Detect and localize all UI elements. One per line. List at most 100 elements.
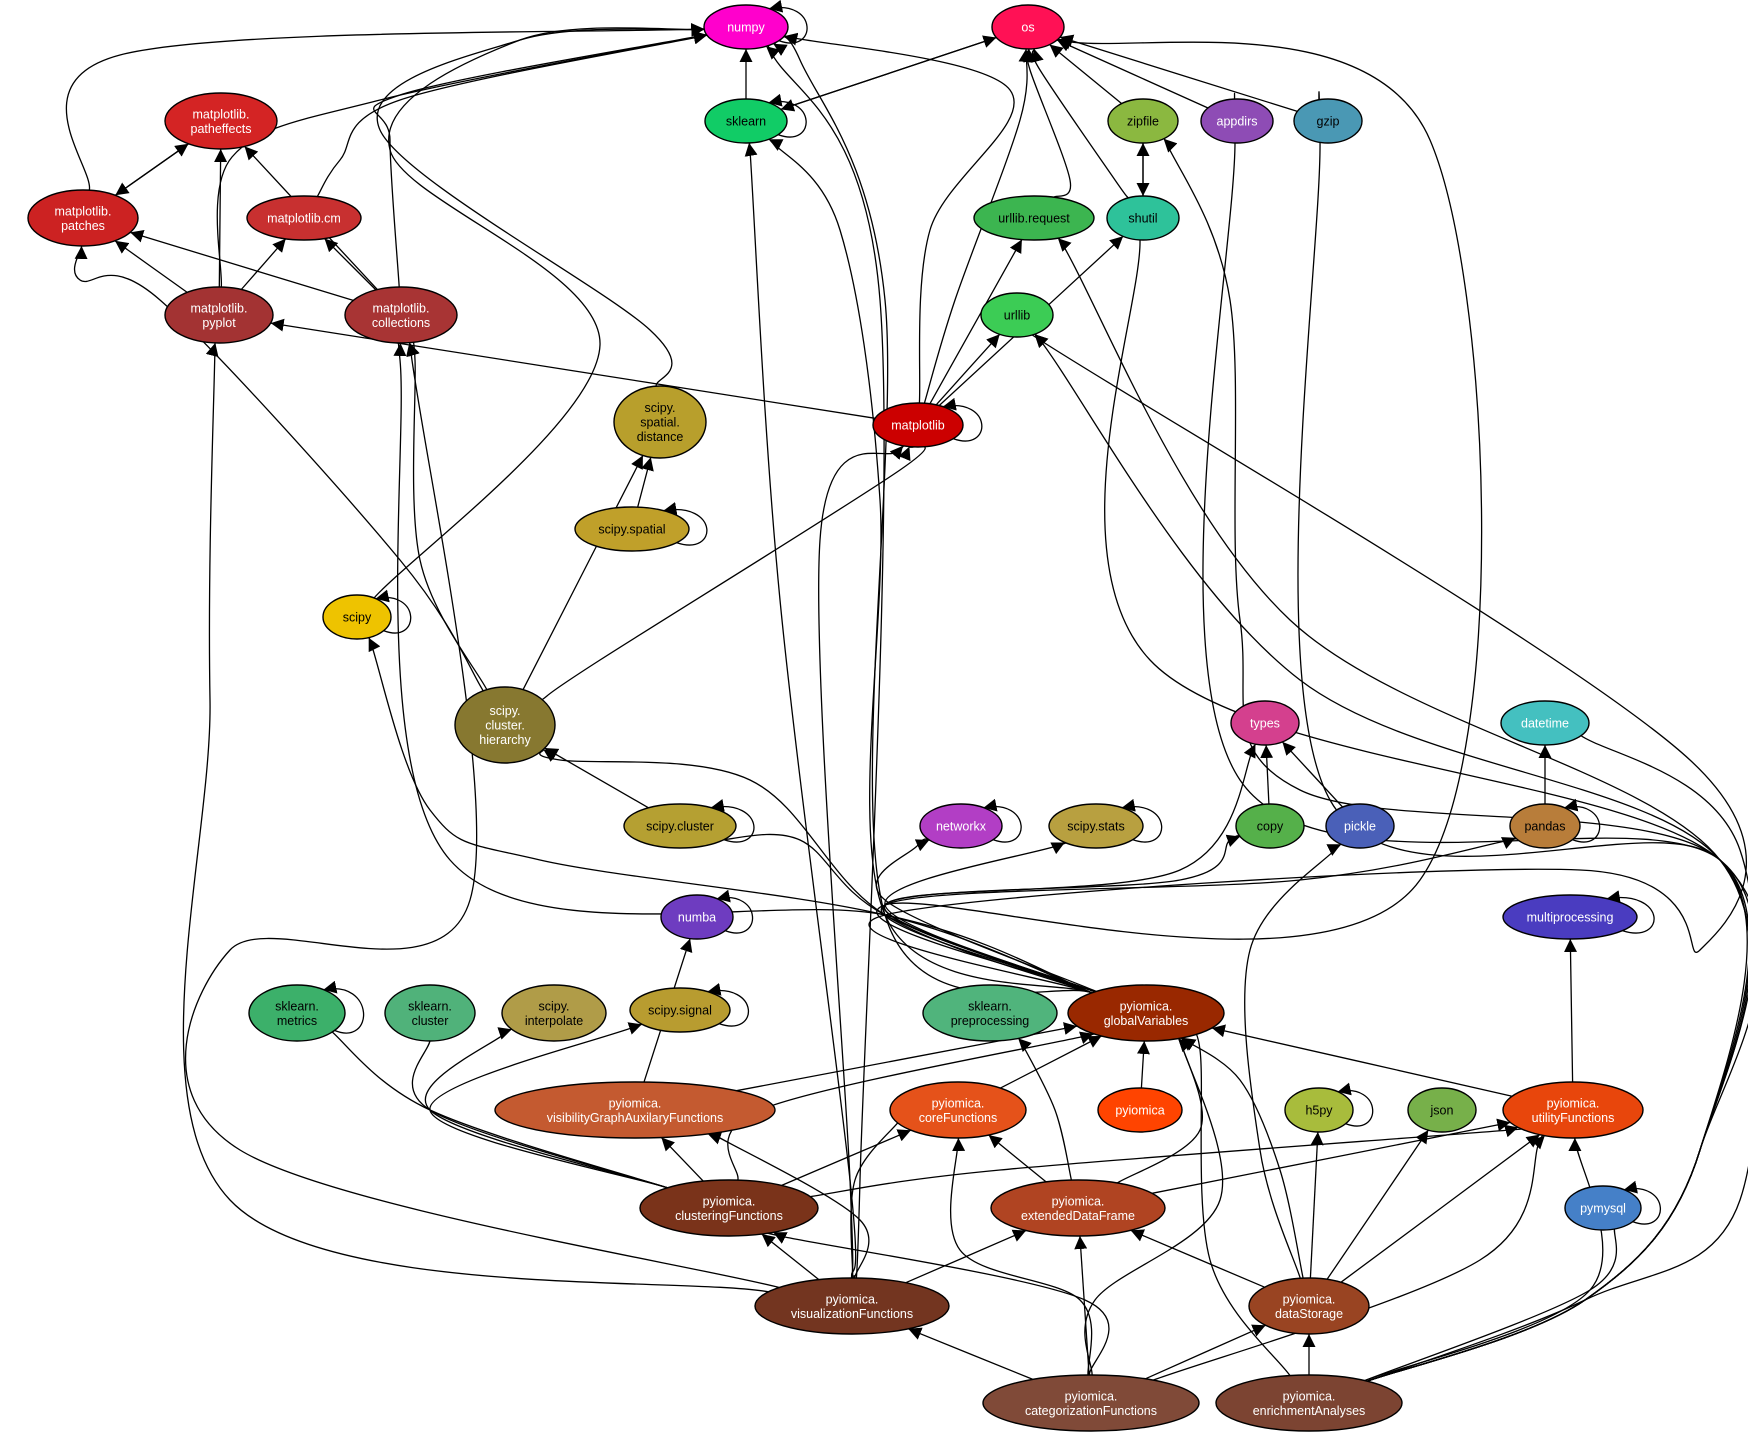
edge-scipy.stats-to-scipy.stats — [1121, 798, 1163, 843]
node-label: datetime — [1521, 717, 1569, 731]
edge-pyiomica.globalVariables-to-scipy.stats — [884, 839, 1096, 993]
node-shape — [1107, 98, 1179, 144]
node-label: distance — [637, 430, 684, 444]
edge-pyiomica.enrichmentAnalyses-to-datetime — [1367, 725, 1748, 1382]
node-label: interpolate — [525, 1014, 583, 1028]
node-pyiomica-visualizationFunctions: pyiomica.visualizationFunctions — [754, 1277, 950, 1335]
node-shape — [1502, 1081, 1644, 1139]
node-label: matplotlib.cm — [267, 212, 341, 226]
node-scipy: scipy — [322, 594, 392, 640]
node-sklearn-metrics: sklearn.metrics — [248, 984, 346, 1042]
edge-matplotlib.pyplot-to-matplotlib.cm — [240, 238, 287, 290]
node-zipfile: zipfile — [1107, 98, 1179, 144]
node-pyiomica-extendedDataFrame: pyiomica.extendedDataFrame — [990, 1179, 1166, 1237]
edge-pyiomica.enrichmentAnalyses-to-pymysql — [1364, 1213, 1619, 1382]
edge-pyiomica.visualizationFunctions-to-matplotlib.pyplot — [182, 317, 769, 1293]
node-label: zipfile — [1127, 115, 1159, 129]
node-label: pickle — [1344, 820, 1376, 834]
node-label: copy — [1257, 820, 1284, 834]
edge-pyiomica.dataStorage-to-pyiomica.utilityFunctions — [1340, 1134, 1541, 1283]
edge-scipy.signal-to-scipy.signal — [707, 982, 750, 1027]
edge-matplotlib.collections-to-matplotlib.patches — [130, 229, 354, 302]
edge-matplotlib.patheffects-to-matplotlib.patches — [114, 143, 189, 196]
node-label: scipy.stats — [1067, 820, 1124, 834]
node-matplotlib-patheffects: matplotlib.patheffects — [164, 92, 278, 150]
node-label: cluster — [412, 1014, 449, 1028]
node-shape — [1325, 803, 1395, 849]
node-shape — [1215, 1374, 1403, 1432]
node-shape — [704, 98, 788, 144]
node-label: dataStorage — [1275, 1307, 1343, 1321]
node-json: json — [1407, 1087, 1477, 1133]
node-label: matplotlib. — [55, 204, 112, 218]
node-os: os — [991, 4, 1065, 50]
node-label: metrics — [277, 1014, 317, 1028]
node-shape — [1235, 803, 1305, 849]
edge-matplotlib.collections-to-matplotlib.cm — [324, 238, 377, 291]
edge-matplotlib.pyplot-to-numpy — [216, 30, 707, 288]
node-shape — [639, 1179, 819, 1237]
node-label: scipy.cluster — [646, 820, 714, 834]
node-label: spatial. — [640, 416, 680, 430]
node-pyiomica-dataStorage: pyiomica.dataStorage — [1248, 1277, 1370, 1335]
node-label: types — [1250, 717, 1280, 731]
node-label: collections — [372, 316, 430, 330]
node-shutil: shutil — [1106, 195, 1180, 241]
node-shape — [1293, 98, 1363, 144]
node-label: pyiomica. — [609, 1096, 662, 1110]
node-shape — [991, 4, 1065, 50]
edge-h5py-to-h5py — [1337, 1082, 1374, 1127]
edge-pyiomica.globalVariables-to-os — [876, 31, 1483, 993]
edge-matplotlib-to-matplotlib.pyplot — [270, 318, 876, 419]
node-pyiomica-coreFunctions: pyiomica.coreFunctions — [889, 1081, 1027, 1139]
node-sklearn: sklearn — [704, 98, 788, 144]
node-shape — [1067, 984, 1225, 1042]
edge-pyiomica.categorizationFunctions-to-pyiomica.coreFunctions — [949, 1137, 1093, 1376]
node-label: sklearn. — [968, 999, 1012, 1013]
node-shape — [980, 292, 1054, 338]
edge-pyiomica.extendedDataFrame-to-pyiomica.coreFunctions — [988, 1134, 1047, 1183]
edge-scipy.spatial.distance-to-numpy — [376, 23, 705, 387]
node-scipy-cluster: scipy.cluster — [623, 803, 737, 849]
node-shape — [454, 686, 556, 764]
node-label: os — [1021, 21, 1034, 35]
node-label: pyiomica. — [1283, 1389, 1336, 1403]
edge-pyiomica.utilityFunctions-to-multiprocessing — [1564, 938, 1578, 1083]
edge-pyiomica.dataStorage-to-pickle — [1244, 836, 1348, 1279]
node-label: scipy.spatial — [598, 523, 665, 537]
node-shape — [248, 984, 346, 1042]
node-shape — [1200, 98, 1274, 144]
node-shape — [990, 1179, 1166, 1237]
node-shape — [1248, 1277, 1370, 1335]
edge-matplotlib-to-urllib — [935, 333, 1001, 406]
node-gzip: gzip — [1293, 98, 1363, 144]
node-pyiomica-enrichmentAnalyses: pyiomica.enrichmentAnalyses — [1215, 1374, 1403, 1432]
edge-pyiomica.clusteringFunctions-to-pyiomica.coreFunctions — [781, 1129, 912, 1186]
edge-matplotlib.cm-to-numpy — [316, 31, 708, 197]
edge-pyiomica.clusteringFunctions-to-pyiomica.visibilityGraphAuxilaryFunctions — [660, 1137, 704, 1182]
node-label: multiprocessing — [1527, 911, 1614, 925]
edge-pyiomica.globalVariables-to-urllib — [868, 306, 1747, 994]
node-matplotlib: matplotlib — [872, 402, 964, 448]
edge-pyiomica.globalVariables-to-scipy — [364, 626, 1093, 994]
node-shape — [322, 594, 392, 640]
edge-pyiomica.categorizationFunctions-to-pyiomica.globalVariables — [1084, 1027, 1224, 1376]
node-label: categorizationFunctions — [1025, 1404, 1157, 1418]
edge-scipy.spatial-to-scipy.spatial.distance — [637, 457, 654, 508]
node-multiprocessing: multiprocessing — [1502, 894, 1638, 940]
node-label: hierarchy — [479, 733, 531, 747]
edge-pyiomica-to-pyiomica.globalVariables — [1136, 1040, 1150, 1089]
node-pyiomica-clusteringFunctions: pyiomica.clusteringFunctions — [639, 1179, 819, 1237]
edge-scipy-to-numpy — [373, 23, 705, 599]
node-label: matplotlib. — [191, 301, 248, 315]
node-shape — [982, 1374, 1200, 1432]
node-label: pyiomica. — [1120, 999, 1173, 1013]
node-label: pandas — [1524, 820, 1565, 834]
node-label: pyiomica. — [703, 1194, 756, 1208]
node-copy: copy — [1235, 803, 1305, 849]
node-label: appdirs — [1217, 115, 1258, 129]
node-shape — [973, 195, 1095, 241]
node-pyiomica-utilityFunctions: pyiomica.utilityFunctions — [1502, 1081, 1644, 1139]
edge-pyiomica.visualizationFunctions-to-numpy — [759, 29, 885, 1285]
node-label: scipy — [343, 611, 372, 625]
